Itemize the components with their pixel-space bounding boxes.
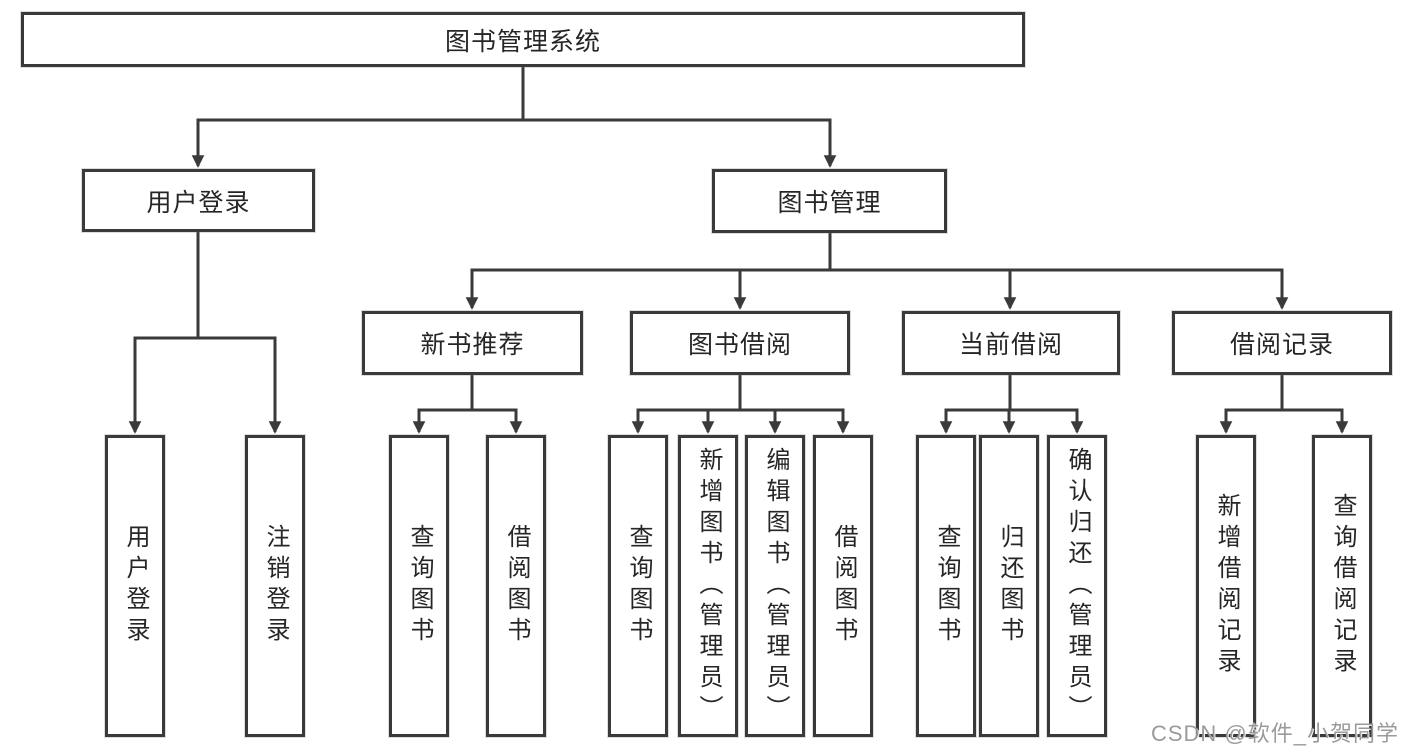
watermark: CSDN @软件_小贺同学 [1150,721,1399,746]
leaf-logout-label: 注销登录 [262,524,289,648]
current-borrow-label: 当前借阅 [958,331,1063,359]
leaf-recommend-borrow-book-box: 借阅图书 [486,435,546,737]
leaf-user-login-label: 用户登录 [122,524,149,648]
leaf-recommend-query-book-label: 查询图书 [406,524,433,648]
book-borrow-box: 图书借阅 [630,311,850,375]
leaf-add-borrow-record-label: 新增借阅记录 [1213,493,1240,679]
leaf-edit-book-admin-box: 编辑图书（管理员） [745,435,805,737]
leaf-borrow-book-label: 借阅图书 [830,524,857,648]
user-login-label: 用户登录 [146,188,251,217]
system-root-box: 图书管理系统 [21,12,1025,67]
leaf-borrow-query-book-label: 查询图书 [625,524,652,648]
leaf-logout-box: 注销登录 [245,435,305,737]
leaf-add-book-admin-label: 新增图书（管理员） [695,446,722,726]
user-login-box: 用户登录 [82,169,315,232]
leaf-user-login-box: 用户登录 [105,435,165,737]
borrow-record-label: 借阅记录 [1229,331,1334,359]
leaf-confirm-return-admin-box: 确认归还（管理员） [1047,435,1107,737]
leaf-query-borrow-record-box: 查询借阅记录 [1312,435,1372,737]
leaf-add-borrow-record-box: 新增借阅记录 [1196,435,1256,737]
new-book-recommend-label: 新书推荐 [420,331,525,359]
leaf-recommend-borrow-book-label: 借阅图书 [503,524,530,648]
book-management-label: 图书管理 [777,189,882,217]
leaf-return-book-label: 归还图书 [996,524,1023,648]
leaf-current-query-book-label: 查询图书 [933,524,960,648]
new-book-recommend-box: 新书推荐 [362,311,583,375]
leaf-query-borrow-record-label: 查询借阅记录 [1329,493,1356,679]
leaf-edit-book-admin-label: 编辑图书（管理员） [762,446,789,726]
leaf-add-book-admin-box: 新增图书（管理员） [678,435,738,737]
leaf-current-query-book-box: 查询图书 [916,435,976,737]
current-borrow-box: 当前借阅 [902,311,1120,375]
leaf-borrow-query-book-box: 查询图书 [608,435,668,737]
system-root-label: 图书管理系统 [444,27,601,56]
book-borrow-label: 图书借阅 [687,331,792,359]
leaf-confirm-return-admin-label: 确认归还（管理员） [1064,446,1091,726]
leaf-recommend-query-book-box: 查询图书 [389,435,449,737]
book-management-box: 图书管理 [712,169,947,233]
leaf-borrow-book-box: 借阅图书 [813,435,873,737]
borrow-record-box: 借阅记录 [1172,311,1392,375]
leaf-return-book-box: 归还图书 [979,435,1039,737]
